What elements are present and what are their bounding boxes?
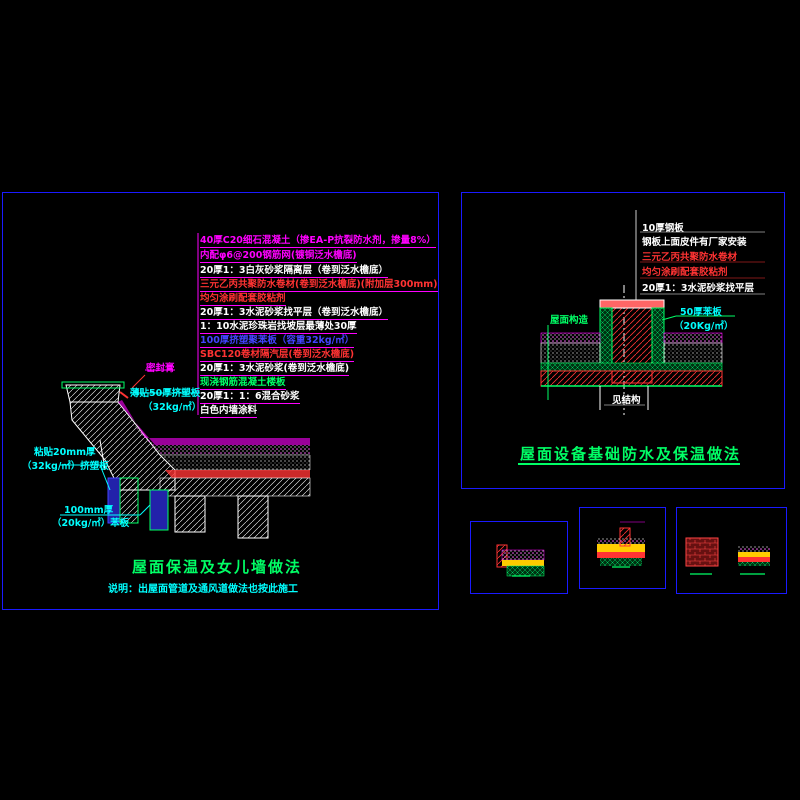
label-edge-board: 薄贴50厚挤塑板 — [130, 388, 201, 399]
layer-callout-1: 40厚C20细石混凝土（掺EA-P抗裂防水剂，掺量8%） — [200, 235, 436, 248]
layer-callout-5: 均匀涂刷配套胶粘剂 — [200, 293, 286, 306]
detail-panel-equipment-base — [461, 192, 785, 489]
thumbnail-panel-3 — [676, 507, 787, 594]
equipment-base-section-drawing — [518, 210, 765, 465]
label-roof-construction: 屋面构造 — [550, 315, 589, 326]
thumbnail-drawing-1 — [496, 544, 545, 577]
layer-callout-11: 现浇钢筋混凝土楼板 — [200, 377, 286, 390]
layer-callout-4: 三元乙丙共聚防水卷材(卷到泛水檐底)(附加层300mm) — [200, 279, 438, 292]
label-see-structure: 见结构 — [612, 395, 641, 406]
note-parapet: 说明：出屋面管道及通风道做法也按此施工 — [108, 584, 298, 595]
label-edge-density: （32kg/㎡） — [143, 402, 202, 413]
title-parapet: 屋面保温及女儿墙做法 — [132, 558, 303, 576]
label-left-board: 粘贴20mm厚 — [34, 447, 96, 458]
layer-callout-12: 20厚1：1：6混合砂浆 — [200, 391, 300, 404]
layer-callout-7: 1：10水泥珍珠岩找坡层最薄处30厚 — [200, 321, 357, 334]
thumbnail-panel-2 — [579, 507, 666, 589]
equip-layer-callout-4: 均匀涂刷配套胶粘剂 — [642, 267, 728, 278]
thumbnail-panel-1 — [470, 521, 568, 594]
equip-layer-callout-3: 三元乙丙共聚防水卷材 — [642, 252, 738, 263]
layer-callout-10: 20厚1：3水泥砂浆(卷到泛水檐底) — [200, 363, 350, 376]
layer-callout-9: SBC120卷材隔汽层(卷到泛水檐底) — [200, 349, 355, 362]
label-sealant: 密封膏 — [146, 363, 175, 374]
detail-panel-parapet — [2, 192, 439, 610]
layer-callout-13: 白色内墙涂料 — [200, 405, 258, 418]
equip-layer-callout-5: 20厚1：3水泥砂浆找平层 — [642, 283, 754, 294]
label-foam-board: 50厚苯板 — [680, 307, 722, 318]
parapet-section-drawing — [60, 233, 311, 539]
title-equipment-base: 屋面设备基础防水及保温做法 — [520, 445, 742, 463]
layer-callout-2: 内配φ6@200钢筋网(镀铜泛水檐底) — [200, 250, 357, 263]
thumbnail-drawing-2 — [597, 521, 645, 568]
label-foam-density: （20Kg/㎡） — [674, 321, 734, 332]
layer-callout-6: 20厚1：3水泥砂浆找平层（卷到泛水檐底） — [200, 307, 388, 320]
equip-layer-callout-2: 钢板上面皮件有厂家安装 — [642, 237, 747, 248]
label-bottom-board: 100mm厚 — [64, 505, 114, 516]
thumbnail-drawing-3 — [685, 537, 770, 575]
label-bottom-density: （20kg/㎡）苯板 — [52, 518, 130, 529]
layer-callout-8: 100厚挤塑聚苯板（容重32kg/㎡） — [200, 335, 355, 348]
equip-layer-callout-1: 10厚钢板 — [642, 223, 684, 234]
label-left-density: （32kg/㎡）挤塑板 — [22, 461, 109, 472]
layer-callout-3: 20厚1：3白灰砂浆隔离层（卷到泛水檐底） — [200, 265, 388, 278]
